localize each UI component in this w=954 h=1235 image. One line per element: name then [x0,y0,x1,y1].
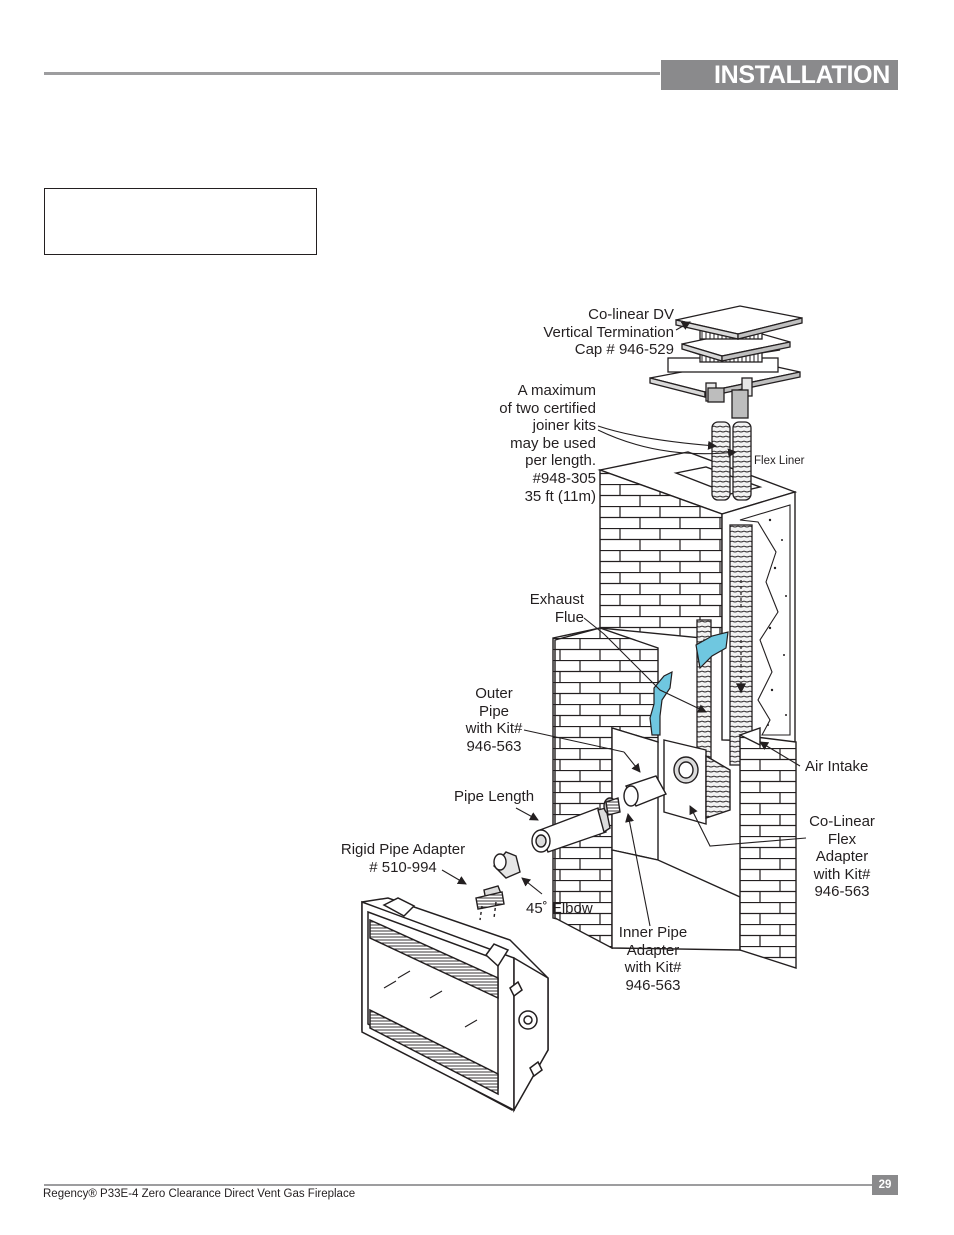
rigid-pipe-adapter-label: Rigid Pipe Adapter # 510-994 [340,841,466,876]
termination-cap-label: Co-linear DV Vertical Termination Cap # … [543,306,674,359]
wall-plate [663,739,731,825]
exhaust-flue-label: Exhaust Flue [529,591,584,626]
elbow-label: 45˚ Elbow [526,900,593,917]
air-intake-label: Air Intake [805,758,869,775]
joiner-kits-label: A maximum of two certified joiner kits m… [499,382,596,505]
inner-pipe-adapter-label: Inner Pipe Adapter with Kit# 946-563 [618,924,688,994]
flex-liner-label: Flex Liner [754,455,805,467]
footer-rule [44,1184,872,1186]
colinear-flex-adapter-label: Co-Linear Flex Adapter with Kit# 946-563 [809,813,875,901]
termination-cap [649,305,803,419]
pipes [475,775,667,921]
empty-note-box [44,188,317,255]
page-number: 29 [872,1175,898,1195]
header-rule [44,72,660,75]
fireplace-unit [361,897,549,1113]
section-title: INSTALLATION [661,60,898,90]
exposed-flue-sections [649,631,729,736]
outer-pipe-label: Outer Pipe with Kit# 946-563 [465,685,523,755]
brick-walls [552,627,797,969]
document-title: Regency® P33E-4 Zero Clearance Direct Ve… [43,1188,356,1200]
leader-lines [441,321,807,927]
pipe-length-label: Pipe Length [454,788,535,805]
plaster-dots [767,518,787,726]
